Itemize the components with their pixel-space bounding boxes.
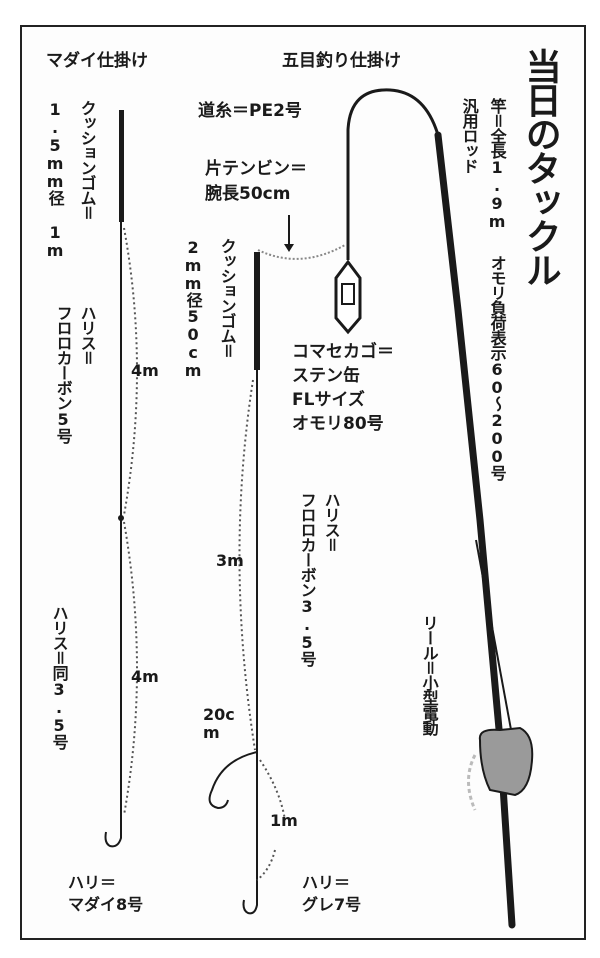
gomoku-hook-value: グレ7号 <box>302 895 362 914</box>
madai-cushion-size: 1.5mm径 1m <box>45 100 65 259</box>
mainline-label: 道糸＝PE2号 <box>198 101 302 121</box>
komase-size: FLサイズ <box>292 390 365 410</box>
gomoku-rig <box>208 88 440 915</box>
gomoku-cushion-size: 2mm径50cm <box>183 238 203 379</box>
madai-harisu-label: ハリス＝ <box>77 305 97 365</box>
madai-harisu-length: 4m <box>131 361 159 380</box>
gomoku-hook-label: ハリ＝ <box>302 873 351 892</box>
reel-label: リール＝小型電動 <box>419 615 439 735</box>
tenbin-label: 片テンビン＝ <box>205 159 307 179</box>
komase-label: コマセカゴ＝ <box>292 342 394 362</box>
madai-rig <box>104 110 138 848</box>
hook-icon <box>104 820 122 848</box>
gomoku-harisu-label: ハリス＝ <box>321 492 341 552</box>
gomoku-heading: 五目釣り仕掛け <box>282 51 401 71</box>
madai-harisu-value: フロロカーボン5号 <box>53 305 73 443</box>
komase-sinker: オモリ80号 <box>292 414 384 434</box>
hook-icon <box>208 751 258 810</box>
madai-hook-label: ハリ＝ <box>68 873 117 892</box>
reel-icon <box>478 726 534 797</box>
gomoku-cushion-label: クッションゴム＝ <box>217 238 237 358</box>
branch-length: 20cm <box>203 705 235 742</box>
rod-sinker-rating: オモリ負荷表示60～200号 <box>487 255 507 480</box>
komase-can-icon <box>334 259 362 335</box>
madai-hook-value: マダイ8号 <box>68 895 144 914</box>
madai-heading: マダイ仕掛け <box>46 51 148 71</box>
komase-material: ステン缶 <box>292 366 360 386</box>
madai-harisu2-label: ハリス＝同3.5号 <box>49 605 69 749</box>
rod-illustration <box>434 131 534 929</box>
tenbin-arm-length: 腕長50cm <box>205 184 291 204</box>
tip-length: 1m <box>270 811 298 830</box>
gomoku-harisu-length: 3m <box>216 551 244 570</box>
diagram-title: 当日のタックル <box>519 48 561 286</box>
madai-cushion-label: クッションゴム＝ <box>77 100 97 220</box>
gomoku-harisu-value: フロロカーボン3.5号 <box>297 492 317 666</box>
rod-length: 竿＝全長1.9m <box>487 98 507 230</box>
hook-icon <box>242 893 258 915</box>
madai-harisu2-length: 4m <box>131 667 159 686</box>
cushion-rubber-madai <box>119 110 124 222</box>
rod-type: 汎用ロッド <box>459 98 479 173</box>
